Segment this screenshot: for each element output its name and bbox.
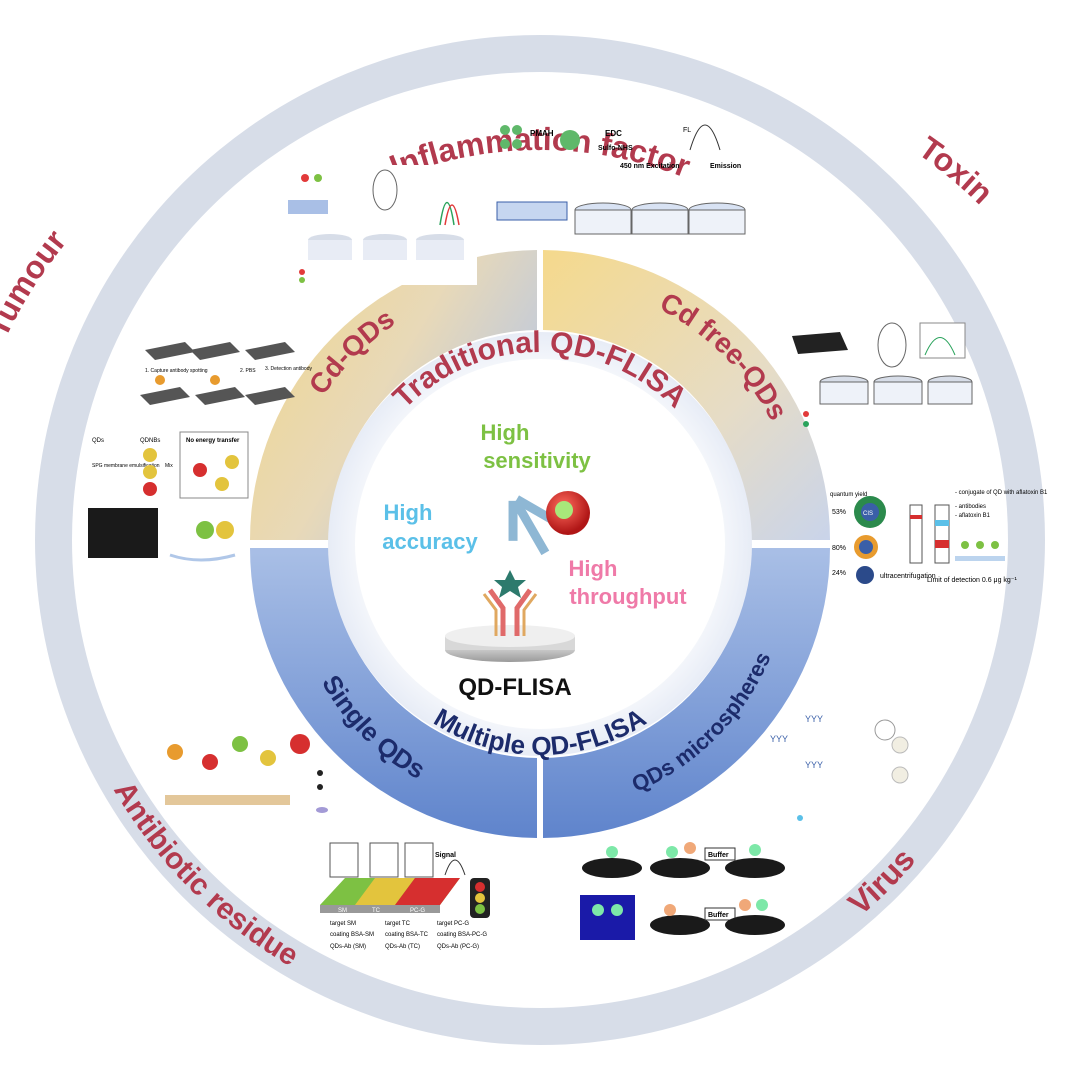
thumbnail-plate-96 <box>88 508 236 562</box>
thumbnail-qdnbs: QDs QDNBs SPG membrane emulsification Mi… <box>92 431 249 499</box>
sector-cd-qds <box>249 250 537 540</box>
thumbnail-cd-qds-assay <box>282 165 477 285</box>
ab-pcg-label: QDs-Ab (PC-G) <box>437 944 479 950</box>
sector-single-qds <box>250 548 537 838</box>
detection-label: 3. Detection antibody <box>265 366 312 372</box>
qdnbs-label: QDNBs <box>140 438 160 444</box>
spg-label: SPG membrane emulsification <box>92 463 160 469</box>
thumbnail-buffer-wells: Buffer Buffer <box>580 842 785 940</box>
target-sm-label: target SM <box>330 921 356 927</box>
thumbnail-toxin-cdfree <box>792 322 973 427</box>
lod-label: Limit of detection 0.6 μg kg⁻¹ <box>927 577 1017 584</box>
cis-label-1: CIS <box>863 511 873 517</box>
pbs-label: 2. PBS <box>240 368 256 374</box>
mix-label: Mix <box>165 463 173 469</box>
coat-tc-label: coating BSA-TC <box>385 932 429 938</box>
feature-throughput-line1: High <box>569 556 618 581</box>
excitation-label: 450 nm Excitation <box>620 163 680 170</box>
ab-tc-label: QDs-Ab (TC) <box>385 944 420 950</box>
center-title: QD-FLISA <box>458 674 571 701</box>
star-icon <box>494 570 526 598</box>
thumbnail-single-qds-multiplex <box>165 734 328 813</box>
virus-y-label: YYY <box>770 734 788 744</box>
feature-accuracy-line2: accuracy <box>382 529 478 554</box>
ab-sm-label: QDs-Ab (SM) <box>330 944 366 950</box>
buffer-label-2: Buffer <box>708 912 729 919</box>
thumbnail-tumour-capture: 1. Capture antibody spotting 2. PBS 3. D… <box>140 342 312 405</box>
signal-label: Signal <box>435 852 456 859</box>
virus-y-label-3: YYY <box>805 760 823 770</box>
antibody-qd-illustration <box>508 491 590 556</box>
label-toxin: Toxin <box>912 129 1000 210</box>
feature-throughput-line2: throughput <box>569 584 687 609</box>
fl-label: FL <box>683 127 691 134</box>
target-tc-label: target TC <box>385 921 411 927</box>
aflatoxin-label: - aflatoxin B1 <box>955 513 991 519</box>
sector-qds-microspheres <box>543 548 830 838</box>
plate-illustration <box>445 570 575 662</box>
feature-sensitivity-line2: sensitivity <box>483 448 591 473</box>
p53-label: 53% <box>832 509 846 516</box>
tc-label: TC <box>372 908 381 914</box>
label-tumour: Tumour <box>0 223 73 343</box>
conj-label: - conjugate of QD with aflatoxin B1 <box>955 490 1048 496</box>
qy-label: quantum yield <box>830 492 867 498</box>
virus-y-label-2: YYY <box>805 714 823 724</box>
thumbnail-microspheres-virus: YYY YYY YYY <box>770 714 909 821</box>
no-energy-label: No energy transfer <box>186 438 240 444</box>
p24-label: 24% <box>832 570 846 577</box>
sulfo-label: Sulfo-NHS <box>598 145 633 152</box>
feature-sensitivity-line1: High <box>481 420 530 445</box>
thumbnail-pmah-assay: PMAH EDC Sulfo-NHS 450 nm Excitation Emi… <box>496 124 746 235</box>
capture-label: 1. Capture antibody spotting <box>145 368 208 374</box>
p80-label: 80% <box>832 545 846 552</box>
target-pcg-label: target PC-G <box>437 921 469 927</box>
buffer-label-1: Buffer <box>708 852 729 859</box>
sector-cd-free-qds <box>543 250 830 540</box>
antibodies-label: - antibodies <box>955 504 986 510</box>
pmah-label: PMAH <box>530 129 554 138</box>
thumbnail-aflatoxin: quantum yield 53% 80% 24% CIS ultracentr… <box>830 490 1048 584</box>
thumbnail-traffic-plate: Signal SM TC PC-G target SM target TC ta… <box>320 842 490 950</box>
coat-sm-label: coating BSA-SM <box>330 932 374 938</box>
qds-label: QDs <box>92 438 104 444</box>
pcg-label: PC-G <box>410 908 425 914</box>
coat-pcg-label: coating BSA-PC-G <box>437 932 487 938</box>
emission-label: Emission <box>710 163 741 170</box>
edc-label: EDC <box>605 129 622 138</box>
sm-label: SM <box>338 908 347 914</box>
feature-accuracy-line1: High <box>384 500 433 525</box>
ultra-label: ultracentrifugation <box>880 573 936 580</box>
